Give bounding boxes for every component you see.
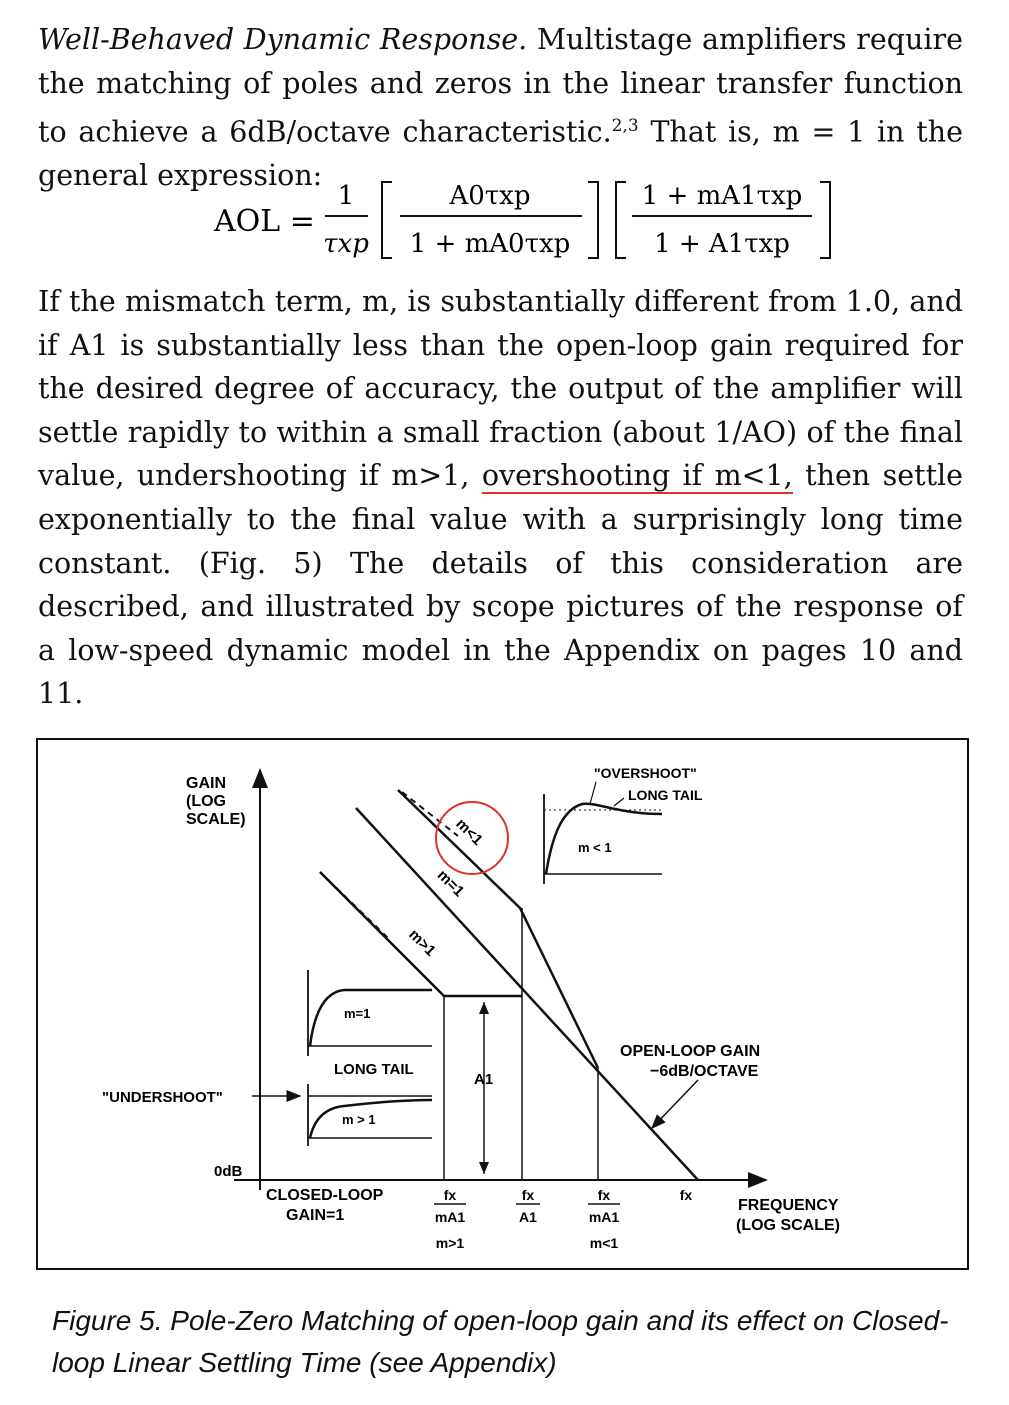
gain-axis-label: (LOG	[186, 793, 226, 810]
left-bracket-2	[615, 181, 626, 259]
equation-factor-denominator: τxp	[323, 229, 369, 259]
open-loop-label: −6dB/OCTAVE	[650, 1063, 759, 1080]
open-loop-pointer	[650, 1079, 699, 1130]
equation-f1-denominator: 1 + mA0τxp	[410, 229, 571, 259]
left-bracket-1	[381, 181, 392, 259]
gain-axis-label: SCALE)	[186, 811, 246, 828]
frequency-label: FREQUENCY	[738, 1197, 839, 1214]
pointer-line	[589, 781, 597, 805]
paragraph-1-tail: That is, m = 1 in the general expression…	[38, 115, 963, 193]
paragraph-1-text: Multistage amplifiers require the matchi…	[38, 23, 964, 149]
inset-m1-response	[308, 988, 432, 1047]
curve-m-less-than-1	[397, 789, 600, 1069]
paragraph-2-after: then settle exponentially to the final v…	[38, 459, 964, 711]
frequency-label: (LOG SCALE)	[736, 1217, 840, 1234]
figure-5: GAIN (LOG SCALE) 0dB m<1 m=1 m>1 A1 OPEN…	[36, 738, 969, 1270]
tick-fx: fx	[444, 1187, 457, 1203]
pointer-line	[613, 797, 625, 807]
tick-fx: fx	[522, 1187, 535, 1203]
tick-fx: fx	[598, 1187, 611, 1203]
paragraph-lead: Well-Behaved Dynamic Response.	[38, 23, 528, 56]
curve-label-m-gt-1: m>1	[405, 926, 439, 960]
equation-factor-numerator: 1	[338, 181, 355, 211]
closed-loop-label: CLOSED-LOOP	[266, 1187, 384, 1204]
long-tail-label: LONG TAIL	[334, 1061, 414, 1078]
undershoot-label: "UNDERSHOOT"	[102, 1089, 223, 1106]
zero-db-label: 0dB	[214, 1163, 243, 1180]
paragraph-2: If the mismatch term, m, is substantiall…	[38, 280, 963, 716]
right-bracket-2	[820, 181, 831, 259]
tick-denominator: mA1	[435, 1209, 466, 1225]
inset-undershoot-response	[308, 1098, 433, 1139]
long-tail-label: LONG TAIL	[628, 787, 703, 803]
inset-m-gt-1: m > 1	[342, 1112, 376, 1127]
inset-m-lt-1: m < 1	[578, 840, 612, 855]
right-bracket-1	[588, 181, 599, 259]
tick-denominator: A1	[519, 1209, 537, 1225]
figure-caption: Figure 5. Pole-Zero Matching of open-loo…	[52, 1305, 949, 1378]
tick-condition: m<1	[590, 1235, 619, 1251]
tick-condition: m>1	[436, 1235, 465, 1251]
paragraph-2-before: If the mismatch term, m, is substantiall…	[38, 285, 963, 493]
inset-m-eq-1: m=1	[344, 1006, 370, 1021]
underlined-phrase: overshooting if m<1,	[481, 459, 793, 495]
equation-f2-denominator: 1 + A1τxp	[654, 229, 790, 259]
open-loop-label: OPEN-LOOP GAIN	[620, 1043, 760, 1060]
tick-denominator: mA1	[589, 1209, 620, 1225]
gain-axis-label: GAIN	[186, 775, 226, 792]
curve-label-m-lt-1: m<1	[452, 815, 486, 849]
tick-fx: fx	[680, 1187, 693, 1203]
reference-marks: 2,3	[611, 116, 639, 137]
inset-overshoot-response	[544, 802, 663, 875]
equation-lhs: AOL =	[213, 204, 315, 239]
paragraph-1: Well-Behaved Dynamic Response. Multistag…	[38, 18, 963, 198]
closed-loop-label: GAIN=1	[286, 1207, 344, 1224]
equation-f2-numerator: 1 + mA1τxp	[642, 181, 803, 211]
dashed-extension	[401, 791, 459, 837]
transfer-function-equation: AOL = 1 τxp A0τxp 1 + mA0τxp 1 + mA1τxp …	[0, 168, 1009, 268]
highlight-circle	[435, 801, 509, 875]
a1-label: A1	[474, 1071, 493, 1088]
dashed-extension	[319, 871, 389, 939]
overshoot-label: "OVERSHOOT"	[594, 765, 697, 781]
open-loop-gain-line	[355, 807, 699, 1181]
equation-f1-numerator: A0τxp	[448, 181, 530, 211]
